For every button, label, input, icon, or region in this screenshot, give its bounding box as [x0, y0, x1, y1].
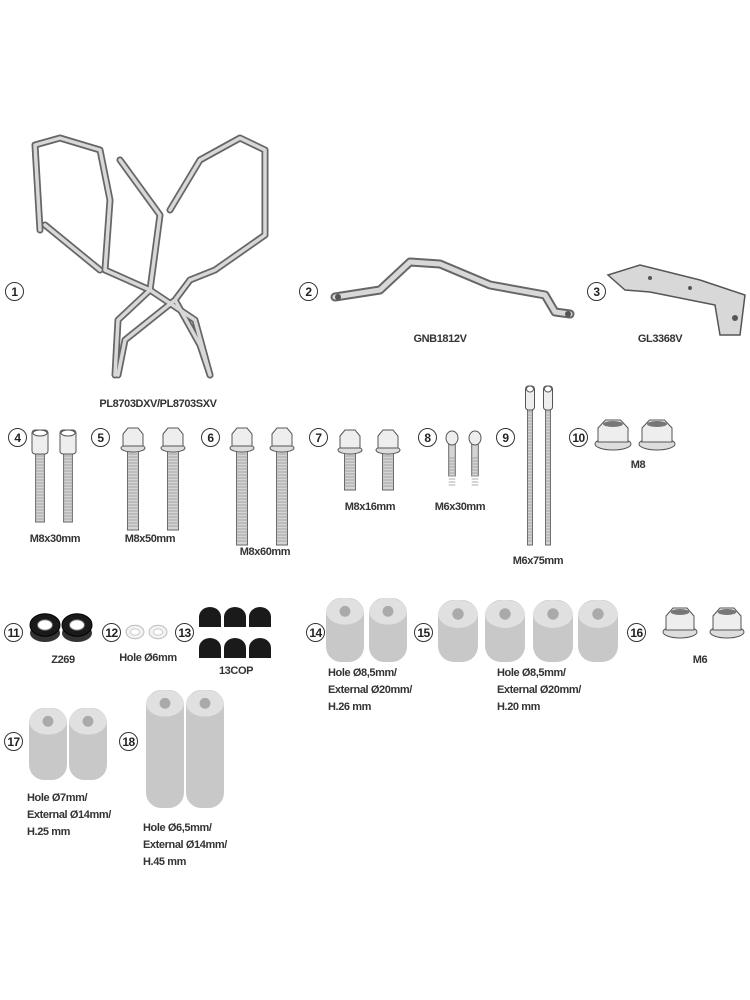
spacer-icon — [438, 600, 478, 662]
bolt-icon — [120, 427, 146, 531]
part-number-badge: 9 — [496, 428, 515, 447]
part-number-badge: 1 — [5, 282, 24, 301]
cap-nut-cover-icon — [199, 638, 221, 658]
bolt-icon — [375, 429, 401, 491]
part-spec-label: Hole Ø6,5mm/External Ø14mm/H.45 mm — [143, 820, 227, 871]
pannier-frame-drawing — [31, 134, 269, 379]
part-number-badge: 11 — [4, 623, 23, 642]
part-number-badge: 5 — [91, 428, 110, 447]
part-number-badge: 18 — [119, 732, 138, 751]
bolt-icon — [445, 430, 459, 486]
bolt-icon — [160, 427, 186, 531]
part-spec-label: Hole Ø8,5mm/External Ø20mm/H.20 mm — [497, 665, 581, 716]
part-number-badge: 15 — [414, 623, 433, 642]
spacer-icon — [369, 598, 407, 662]
part-number-badge: 7 — [309, 428, 328, 447]
spacer-icon — [146, 690, 184, 808]
bolt-icon — [229, 427, 255, 546]
part-number-badge: 3 — [587, 282, 606, 301]
bolt-icon — [337, 429, 363, 491]
spec-line: H.20 mm — [497, 701, 541, 713]
part-number-badge: 6 — [201, 428, 220, 447]
part-label: M8x16mm — [344, 501, 396, 513]
part-spec-label: Hole Ø8,5mm/External Ø20mm/H.26 mm — [328, 665, 412, 716]
rubber-grommet-icon — [61, 613, 93, 642]
flange-nut-icon — [638, 419, 676, 451]
spec-line: External Ø20mm/ — [497, 684, 581, 696]
bolt-icon — [468, 430, 482, 486]
part-number-badge: 17 — [4, 732, 23, 751]
spec-line: Hole Ø8,5mm/ — [328, 667, 397, 679]
cap-nut-cover-icon — [224, 638, 246, 658]
spec-line: External Ø14mm/ — [27, 809, 111, 821]
spec-line: Hole Ø6,5mm/ — [143, 822, 212, 834]
part-label: GL3368V — [637, 333, 683, 345]
spacer-icon — [69, 708, 107, 780]
part-number-badge: 10 — [569, 428, 588, 447]
part-label: M6 — [692, 654, 708, 666]
part-label: M8x60mm — [239, 546, 291, 558]
spacer-icon — [29, 708, 67, 780]
spec-line: Hole Ø8,5mm/ — [497, 667, 566, 679]
cap-nut-cover-icon — [224, 607, 246, 627]
part-number-badge: 14 — [306, 623, 325, 642]
cap-nut-cover-icon — [249, 607, 271, 627]
part-number-badge: 2 — [299, 282, 318, 301]
part-number-badge: 16 — [627, 623, 646, 642]
bolt-icon — [269, 427, 295, 546]
bolt-icon — [543, 385, 553, 546]
flange-nut-icon — [662, 607, 698, 639]
part-label: M8x30mm — [29, 533, 81, 545]
part-label: M8x50mm — [124, 533, 176, 545]
flange-nut-icon — [594, 419, 632, 451]
bracket-drawing — [606, 264, 746, 336]
part-label: M6x30mm — [434, 501, 486, 513]
cap-nut-cover-icon — [249, 638, 271, 658]
spacer-icon — [533, 600, 573, 662]
crossbar-drawing — [330, 257, 575, 319]
washer-icon — [148, 624, 168, 640]
bolt-icon — [31, 429, 49, 523]
part-label: PL8703DXV/PL8703SXV — [99, 398, 217, 410]
bolt-icon — [525, 385, 535, 546]
part-label: M8 — [630, 459, 646, 471]
part-spec-label: Hole Ø7mm/External Ø14mm/H.25 mm — [27, 790, 111, 841]
part-number-badge: 4 — [8, 428, 27, 447]
part-label: 13COP — [218, 665, 254, 677]
part-label: Hole Ø6mm — [119, 652, 177, 664]
part-number-badge: 12 — [102, 623, 121, 642]
flange-nut-icon — [709, 607, 745, 639]
spec-line: H.26 mm — [328, 701, 372, 713]
part-label: GNB1812V — [413, 333, 467, 345]
part-label: Z269 — [51, 654, 75, 666]
spec-line: Hole Ø7mm/ — [27, 792, 88, 804]
spec-line: External Ø14mm/ — [143, 839, 227, 851]
spacer-icon — [578, 600, 618, 662]
part-number-badge: 8 — [418, 428, 437, 447]
cap-nut-cover-icon — [199, 607, 221, 627]
washer-icon — [125, 624, 145, 640]
spec-line: H.25 mm — [27, 826, 71, 838]
spacer-icon — [186, 690, 224, 808]
part-label: M6x75mm — [512, 555, 564, 567]
spacer-icon — [326, 598, 364, 662]
spec-line: External Ø20mm/ — [328, 684, 412, 696]
spacer-icon — [485, 600, 525, 662]
spec-line: H.45 mm — [143, 856, 187, 868]
rubber-grommet-icon — [29, 613, 61, 642]
part-number-badge: 13 — [175, 623, 194, 642]
bolt-icon — [59, 429, 77, 523]
